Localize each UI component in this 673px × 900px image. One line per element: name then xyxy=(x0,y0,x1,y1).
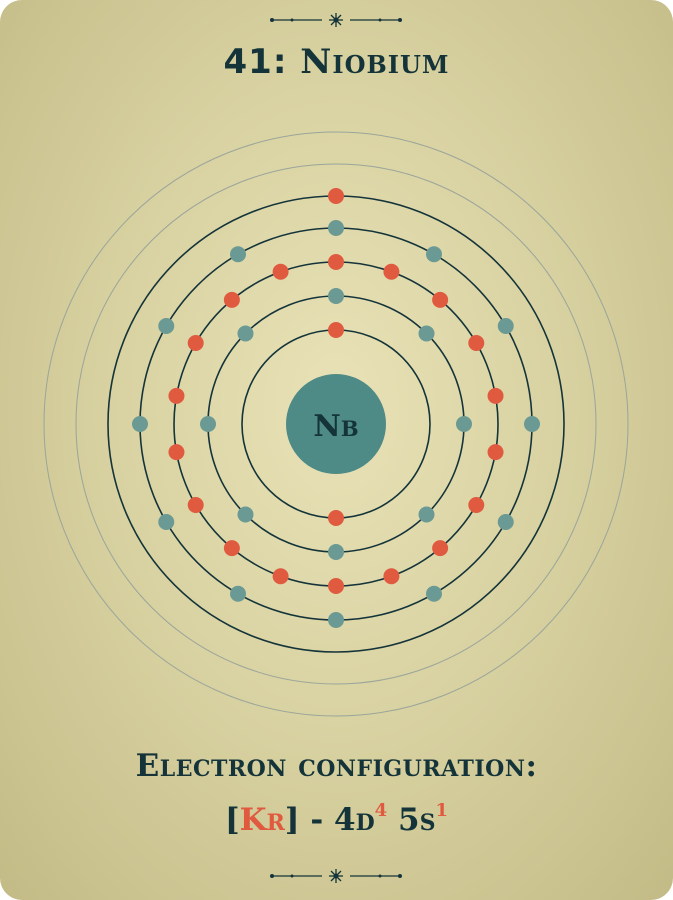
electron-shell-4 xyxy=(158,318,175,334)
electron-shell-3 xyxy=(487,387,504,404)
electron-shell-4 xyxy=(230,246,246,263)
config-label: Electron configuration: xyxy=(135,748,538,784)
electron-shell-3 xyxy=(168,444,185,461)
electron-shell-2 xyxy=(200,416,216,432)
electron-shell-5 xyxy=(328,188,344,204)
nucleus-symbol: Nb xyxy=(313,409,358,444)
electron-shell-4 xyxy=(132,416,148,432)
electron-shell-3 xyxy=(468,497,485,513)
bottom-ornament xyxy=(270,869,402,883)
electron-shell-3 xyxy=(168,387,185,404)
electron-shell-2 xyxy=(237,325,254,342)
config-orbital-2: 5s xyxy=(398,802,436,838)
electron-shell-3 xyxy=(187,497,204,513)
electron-shell-2 xyxy=(237,506,254,523)
electron-shell-4 xyxy=(328,612,344,628)
electron-shell-4 xyxy=(524,416,540,432)
bohr-diagram: Nb xyxy=(43,131,629,717)
electron-shell-4 xyxy=(230,585,246,602)
electron-shell-4 xyxy=(426,585,442,602)
electron-shell-3 xyxy=(328,254,344,270)
config-open-bracket: [ xyxy=(224,802,240,838)
electron-shell-3 xyxy=(328,578,344,594)
config-separator: - xyxy=(299,802,335,838)
electron-shell-4 xyxy=(328,220,344,236)
top-ornament xyxy=(270,13,402,27)
electron-shell-2 xyxy=(456,416,472,432)
electron-shell-2 xyxy=(328,288,344,304)
outer-faint-ring-1 xyxy=(75,163,597,685)
electron-shell-3 xyxy=(383,263,400,280)
config-orbital-1: 4d xyxy=(334,802,375,838)
electron-shell-2 xyxy=(328,544,344,560)
config-orbital-2-count: 1 xyxy=(435,800,448,821)
electrons xyxy=(132,188,540,628)
electron-shell-3 xyxy=(432,540,449,557)
electron-shell-3 xyxy=(468,335,485,351)
electron-shell-3 xyxy=(272,263,289,280)
electron-shell-3 xyxy=(383,568,400,585)
config-close-bracket: ] xyxy=(284,802,300,838)
config-value: [Kr] - 4d4 5s1 xyxy=(0,800,673,838)
config-core: Kr xyxy=(239,802,285,838)
outer-faint-ring-2 xyxy=(43,131,629,717)
nucleus xyxy=(286,374,386,474)
electron-shell-3 xyxy=(187,335,204,351)
electron-shell-3 xyxy=(223,291,240,308)
element-name: Niobium xyxy=(300,42,450,82)
electron-shell-4 xyxy=(497,318,514,334)
electron-shell-1 xyxy=(328,322,344,338)
electron-shell-3 xyxy=(272,568,289,585)
atomic-number: 41: xyxy=(223,42,288,82)
electron-shell-4 xyxy=(158,514,175,530)
electron-shell-3 xyxy=(487,444,504,461)
electron-shell-4 xyxy=(497,514,514,530)
electron-shell-4 xyxy=(426,246,442,263)
element-title: 41: Niobium xyxy=(0,42,673,82)
electron-shell-3 xyxy=(432,291,449,308)
electron-shell-2 xyxy=(418,506,435,523)
config-orbital-1-count: 4 xyxy=(374,800,388,821)
electron-shell-2 xyxy=(418,325,435,342)
electron-shell-3 xyxy=(223,540,240,557)
electron-shell-1 xyxy=(328,510,344,526)
